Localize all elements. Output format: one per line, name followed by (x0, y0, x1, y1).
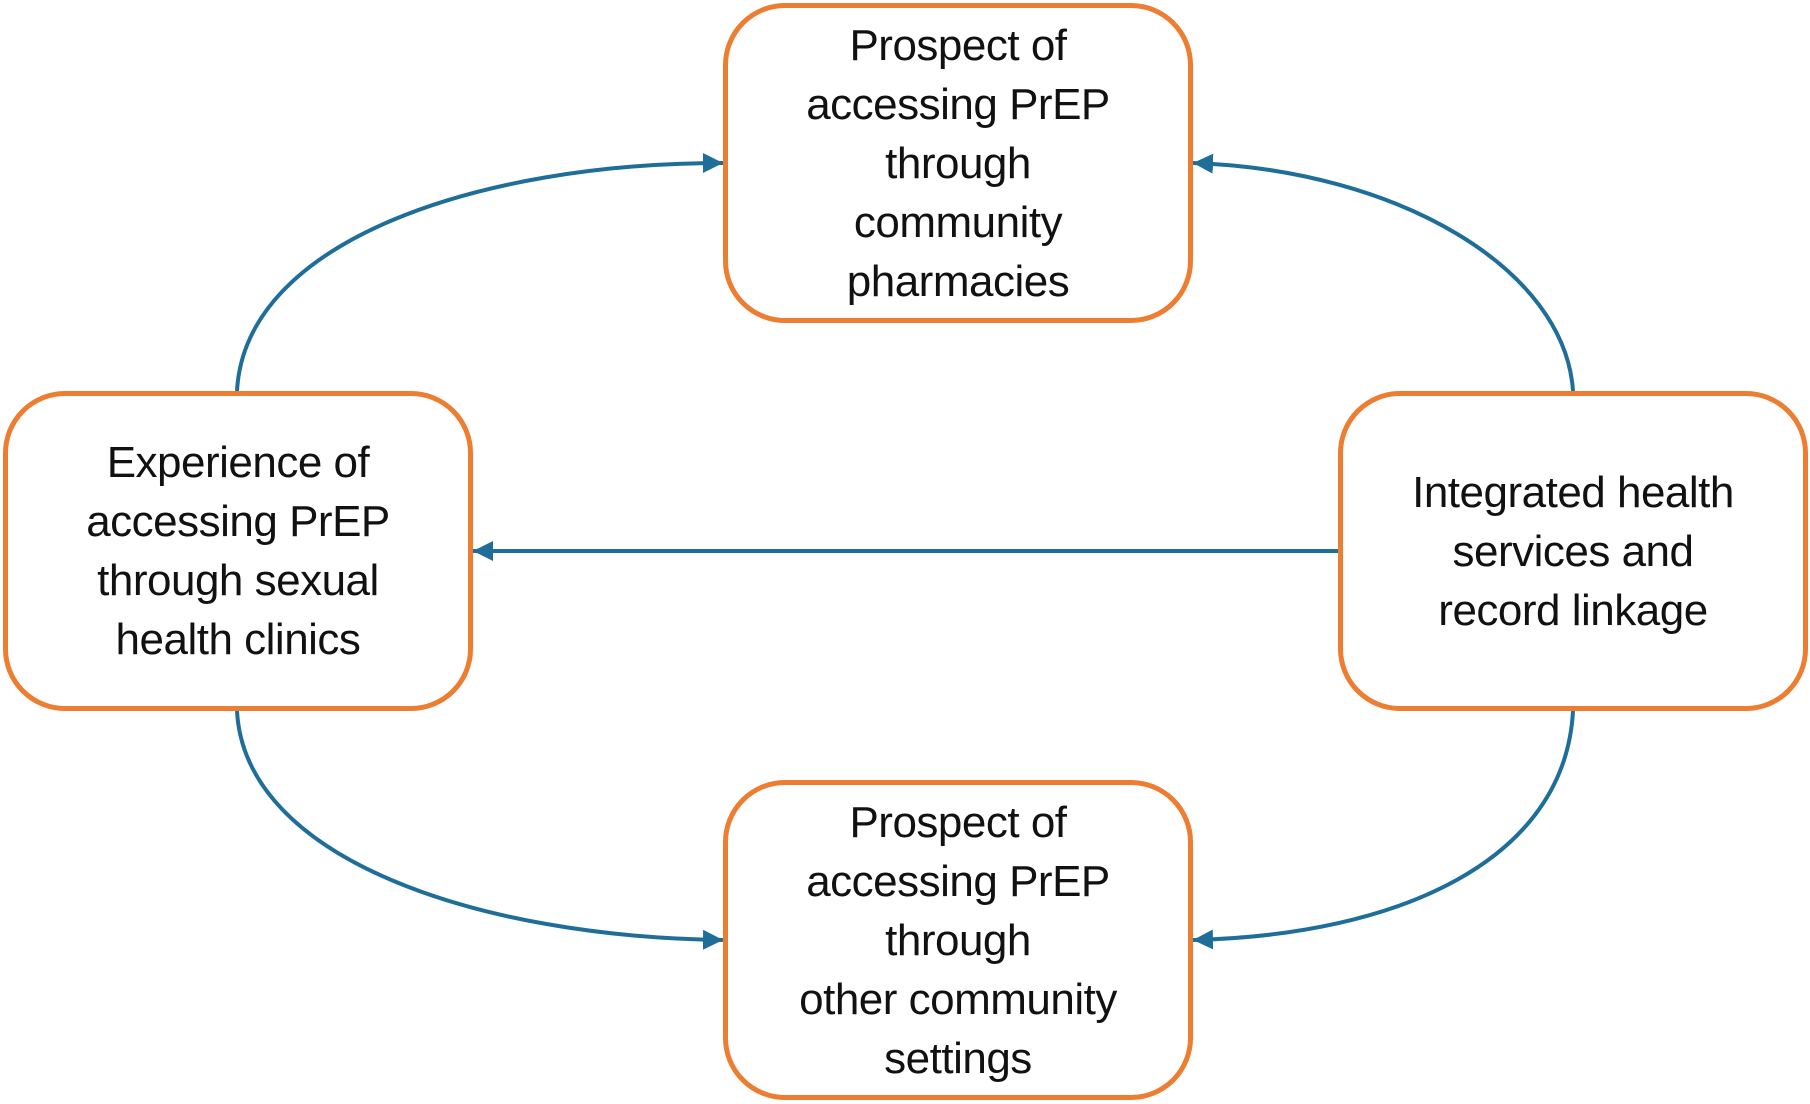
node-label: Prospect of accessing PrEP through commu… (806, 16, 1110, 311)
arrow-clinics-to-community (235, 710, 724, 950)
node-label: Experience of accessing PrEP through sex… (86, 433, 390, 669)
node-label: Integrated health services and record li… (1412, 463, 1734, 640)
node-label-line: through (885, 915, 1031, 965)
node-label-line: health clinics (115, 615, 361, 664)
node-other-community-settings: Prospect of accessing PrEP through other… (723, 780, 1193, 1100)
arrow-clinics-to-pharmacies (235, 153, 724, 392)
node-label-line: pharmacies (846, 256, 1070, 306)
node-label-line: services and (1452, 526, 1694, 576)
node-sexual-health-clinics: Experience of accessing PrEP through sex… (3, 391, 473, 711)
node-label: Prospect of accessing PrEP through other… (799, 793, 1117, 1088)
node-label-line: accessing PrEP (806, 79, 1110, 129)
node-integrated-health-services: Integrated health services and record li… (1338, 391, 1808, 711)
arrow-integrated-to-pharmacies (1192, 153, 1575, 392)
node-label-line: other community (799, 974, 1117, 1024)
arrow-integrated-to-community (1192, 710, 1575, 950)
node-label-line: Integrated health (1412, 467, 1734, 517)
node-label-line: accessing PrEP (806, 856, 1110, 906)
node-label-line: settings (884, 1033, 1032, 1083)
node-label-line: Experience of (106, 438, 370, 487)
node-label-line: Prospect of (849, 797, 1067, 847)
node-label-line: accessing PrEP (86, 497, 390, 546)
node-label-line: through (885, 138, 1031, 188)
node-community-pharmacies: Prospect of accessing PrEP through commu… (723, 3, 1193, 323)
node-label-line: Prospect of (849, 20, 1067, 70)
node-label-line: through sexual (97, 556, 379, 605)
node-label-line: community (853, 197, 1063, 247)
node-label-line: record linkage (1438, 585, 1708, 635)
